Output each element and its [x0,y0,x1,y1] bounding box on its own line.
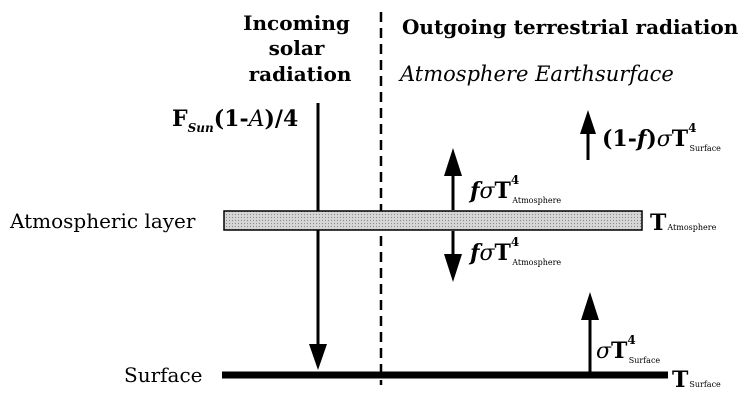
solar-arrow-head [309,344,327,370]
atm-up-arrow-head [444,148,462,176]
surface-up-arrow-head [581,292,599,320]
atmospheric-layer-label: Atmospheric layer [9,209,196,233]
escape-arrow-head [580,110,596,134]
atm-down-arrow-head [444,254,462,282]
incoming-header: Incoming solar radiation [243,11,357,86]
t-surface-label: TSurface [672,367,721,393]
atmospheric-layer [223,210,643,231]
outgoing-header: Outgoing terrestrial radiation [402,15,739,39]
outgoing-subtitle: Atmosphere Earthsurface [398,62,674,86]
t-atmosphere-label: TAtmosphere [650,210,717,236]
surface-label: Surface [124,363,203,387]
solar-formula: FSun(1-A)/4 [172,106,298,135]
